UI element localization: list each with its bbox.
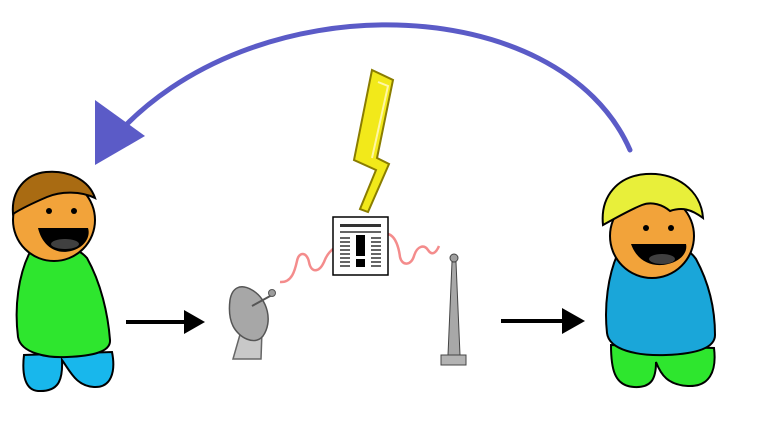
sender-person-icon	[11, 170, 115, 393]
satellite-dish-icon	[228, 286, 276, 360]
antenna-icon	[440, 253, 467, 366]
return-arrow	[95, 22, 633, 165]
receiver-person-icon	[601, 172, 717, 389]
signal-wave-right	[387, 232, 441, 265]
newspaper-alert-icon	[332, 216, 389, 276]
sender-flow-arrow	[126, 310, 205, 334]
signal-wave-left	[279, 244, 338, 284]
lightning-bolt-icon	[352, 68, 395, 214]
receiver-flow-arrow	[501, 308, 585, 334]
